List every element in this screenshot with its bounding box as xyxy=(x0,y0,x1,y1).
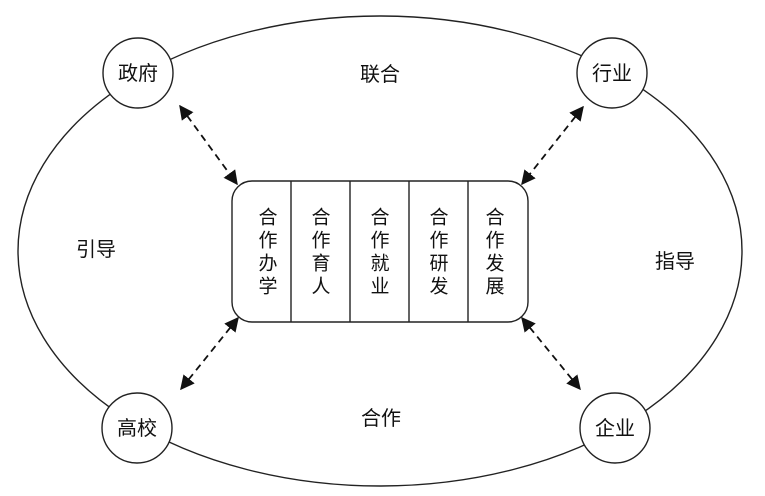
node-industry-circle xyxy=(576,37,648,109)
arrow-industry-center xyxy=(521,105,584,186)
arrow-center-university xyxy=(180,316,239,391)
node-government-label: 政府 xyxy=(118,61,158,85)
center-cell-text: 合作办学 xyxy=(258,206,277,297)
center-cell-text: 合作就业 xyxy=(370,206,389,297)
arrow-center-enterprise xyxy=(521,316,581,391)
outer-ellipse xyxy=(17,15,743,487)
relation-right-label: 指导 xyxy=(655,249,695,273)
arrow-government-center xyxy=(179,104,238,186)
node-government-circle xyxy=(102,37,174,109)
relation-left-label: 引导 xyxy=(76,237,116,261)
node-university-label: 高校 xyxy=(117,416,157,440)
node-university-circle xyxy=(101,392,173,464)
center-cell-text: 合作发展 xyxy=(485,206,504,297)
center-box xyxy=(231,180,529,323)
center-cell-text: 合作研发 xyxy=(429,206,448,297)
node-enterprise-circle xyxy=(579,392,651,464)
center-cell-text: 合作育人 xyxy=(311,206,330,297)
relation-top-label: 联合 xyxy=(360,62,400,86)
node-enterprise-label: 企业 xyxy=(595,416,635,440)
node-industry-label: 行业 xyxy=(592,61,632,85)
relation-bottom-label: 合作 xyxy=(361,406,401,430)
